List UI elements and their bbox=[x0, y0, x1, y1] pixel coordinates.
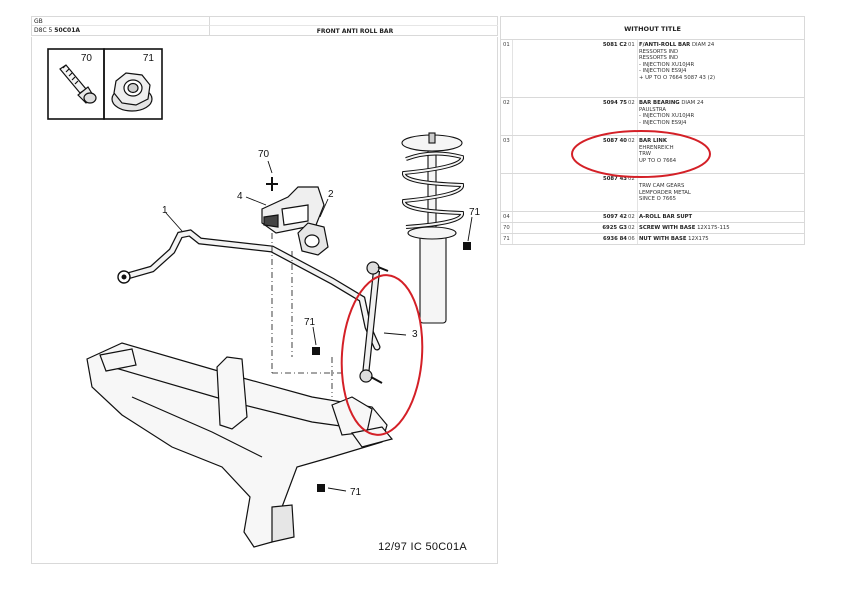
part-spec: DIAM 24 bbox=[691, 42, 715, 48]
part-note: RESSORTS IND bbox=[639, 55, 679, 62]
part-spec: 12X175-115 bbox=[697, 225, 730, 231]
part-description: NUT WITH BASE 12X175 bbox=[639, 236, 804, 243]
part-note: - INJECTION XU10J4R bbox=[639, 113, 695, 120]
anti-roll-bar[interactable] bbox=[117, 229, 381, 351]
leader-lines bbox=[165, 160, 473, 492]
part-note: UP TO O 7664 bbox=[639, 157, 677, 164]
part-reference[interactable]: 5097 42 bbox=[603, 214, 627, 220]
part-note: PAULSTRA bbox=[639, 106, 666, 113]
part-spec: DIAM 24 bbox=[681, 100, 704, 106]
diagram-reference: 12/97 IC 50C01A bbox=[378, 541, 467, 553]
table-row[interactable]: 70 6925 G3 02 SCREW WITH BASE 12X175-115 bbox=[500, 223, 805, 234]
part-note: EHRENREICH bbox=[639, 144, 674, 151]
part-description: SCREW WITH BASE 12X175-115 bbox=[639, 225, 804, 232]
part-reference[interactable]: 5087 43 bbox=[603, 176, 627, 182]
part-description: BAR BEARING DIAM 24 PAULSTRA - INJECTION… bbox=[639, 100, 804, 126]
part-description: F/ANTI-ROLL BAR DIAM 24 RESSORTS IND RES… bbox=[639, 42, 804, 82]
diagram-header: GB D8C 5 50C01A FRONT ANTI ROLL BAR bbox=[31, 16, 498, 36]
row-index: 03 bbox=[503, 138, 510, 144]
table-row[interactable]: 03 5087 40 02 BAR LINK EHRENREICH TRW UP… bbox=[500, 136, 805, 174]
model-code-cell: D8C 5 50C01A bbox=[32, 26, 210, 36]
part-note: + UP TO O 7664 5087 43 (2) bbox=[639, 74, 716, 81]
nut-marker-71-a bbox=[463, 242, 471, 250]
callout-4: 4 bbox=[237, 191, 243, 202]
part-description: TRW CAM GEARS LEMFORDER METAL SINCE O 76… bbox=[639, 183, 804, 203]
header-blank-cell bbox=[210, 17, 498, 26]
part-name: NUT WITH BASE bbox=[639, 236, 687, 242]
part-quantity: 06 bbox=[628, 236, 635, 242]
part-quantity: 02 bbox=[628, 214, 635, 220]
nut-icon bbox=[111, 72, 153, 112]
callout-3: 3 bbox=[412, 329, 418, 340]
part-note: LEMFORDER METAL bbox=[639, 189, 691, 196]
table-row[interactable]: 5087 43 02 TRW CAM GEARS LEMFORDER METAL… bbox=[500, 174, 805, 212]
part-reference[interactable]: 6936 84 bbox=[603, 236, 627, 242]
shock-absorber[interactable] bbox=[401, 132, 463, 324]
table-row[interactable]: 04 5097 42 02 A-ROLL BAR SUPT bbox=[500, 212, 805, 223]
parts-diagram: 70 71 bbox=[31, 37, 498, 564]
bar-link[interactable] bbox=[359, 261, 389, 384]
part-reference[interactable]: 5087 40 bbox=[603, 138, 627, 144]
parts-table: WITHOUT TITLE 01 5081 C2 01 F/ANTI-ROLL … bbox=[500, 16, 805, 245]
part-name: SCREW WITH BASE bbox=[639, 225, 696, 231]
part-name: F/ANTI-ROLL BAR bbox=[639, 42, 691, 48]
model-code: 50C01A bbox=[54, 27, 81, 34]
part-quantity: 01 bbox=[628, 42, 635, 48]
bar-support-bracket[interactable] bbox=[261, 186, 325, 234]
part-description: A-ROLL BAR SUPT bbox=[639, 214, 804, 221]
callout-2: 2 bbox=[328, 189, 334, 200]
row-index: 70 bbox=[503, 225, 510, 231]
callout-71-b: 71 bbox=[304, 317, 316, 328]
parts-diagram-svg: 70 71 bbox=[47, 48, 481, 548]
part-spec: 12X175 bbox=[688, 236, 709, 242]
parts-table-title: WITHOUT TITLE bbox=[500, 16, 805, 40]
nut-marker-71-c bbox=[317, 484, 325, 492]
callout-70: 70 bbox=[258, 149, 270, 160]
part-note: SINCE O 7665 bbox=[639, 196, 676, 203]
model-prefix: D8C 5 bbox=[34, 27, 53, 34]
callout-1: 1 bbox=[162, 205, 168, 216]
bar-bearing[interactable] bbox=[297, 222, 329, 256]
part-quantity: 02 bbox=[628, 225, 635, 231]
callout-71-a: 71 bbox=[469, 207, 481, 218]
table-row[interactable]: 02 5094 75 02 BAR BEARING DIAM 24 PAULST… bbox=[500, 98, 805, 136]
table-row[interactable]: 71 6936 84 06 NUT WITH BASE 12X175 bbox=[500, 234, 805, 245]
part-note: - INJECTION ES9J4 bbox=[639, 68, 687, 75]
part-note: - INJECTION ES9J4 bbox=[639, 119, 687, 126]
inset-label-71: 71 bbox=[143, 53, 155, 64]
row-index: 01 bbox=[503, 42, 510, 48]
row-index: 02 bbox=[503, 100, 510, 106]
fastener-inset[interactable]: 70 71 bbox=[47, 48, 163, 120]
part-note: RESSORTS IND bbox=[639, 48, 679, 55]
row-index: 04 bbox=[503, 214, 510, 220]
part-note: TRW bbox=[639, 151, 651, 158]
callout-71-c: 71 bbox=[350, 487, 362, 498]
part-name: A-ROLL BAR SUPT bbox=[639, 214, 693, 220]
part-reference[interactable]: 6925 G3 bbox=[602, 225, 627, 231]
screw-marker-70 bbox=[266, 177, 278, 191]
part-description: BAR LINK EHRENREICH TRW UP TO O 7664 bbox=[639, 138, 804, 164]
table-row[interactable]: 01 5081 C2 01 F/ANTI-ROLL BAR DIAM 24 RE… bbox=[500, 40, 805, 98]
part-quantity: 02 bbox=[628, 176, 635, 182]
subframe[interactable] bbox=[86, 342, 394, 548]
part-reference[interactable]: 5081 C2 bbox=[602, 42, 627, 48]
row-index: 71 bbox=[503, 236, 510, 242]
country-code: GB bbox=[32, 17, 210, 26]
screw-icon bbox=[59, 64, 97, 104]
part-reference[interactable]: 5094 75 bbox=[603, 100, 627, 106]
inset-label-70: 70 bbox=[81, 53, 93, 64]
nut-marker-71-b bbox=[312, 347, 320, 355]
bar-link-highlight bbox=[340, 274, 424, 436]
part-note: - INJECTION XU10J4R bbox=[639, 61, 695, 68]
part-quantity: 02 bbox=[628, 100, 635, 106]
section-title: FRONT ANTI ROLL BAR bbox=[316, 28, 394, 35]
part-quantity: 02 bbox=[628, 138, 635, 144]
part-name: BAR LINK bbox=[639, 138, 667, 144]
part-note: TRW CAM GEARS bbox=[639, 183, 685, 189]
part-name: BAR BEARING bbox=[639, 100, 680, 106]
